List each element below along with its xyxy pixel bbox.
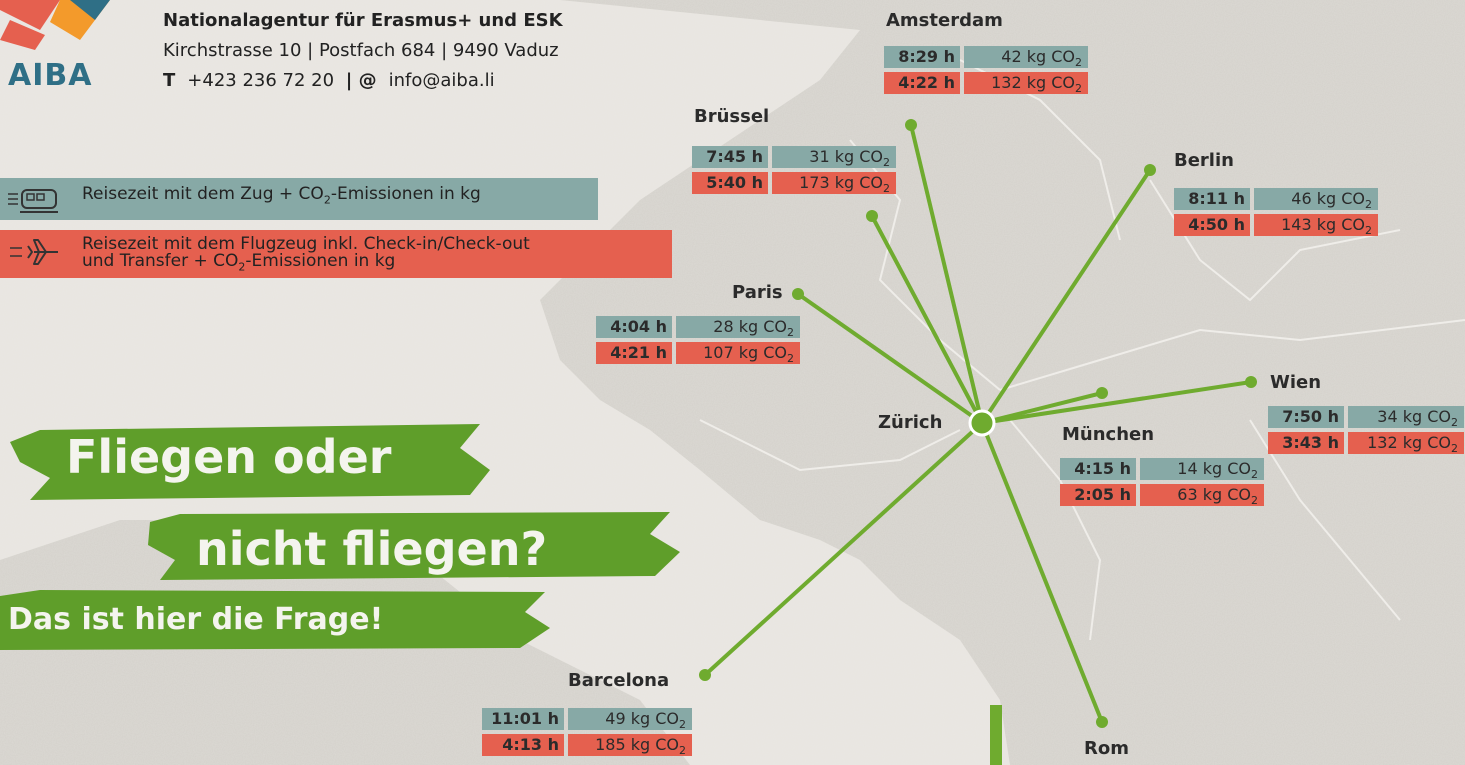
flight-time: 5:40 h [692, 172, 768, 194]
organization-phone[interactable]: +423 236 72 20 [187, 70, 335, 91]
city-dot-wien [1245, 376, 1257, 388]
aiba-logo-mark [0, 0, 110, 50]
train-time: 4:15 h [1060, 458, 1136, 480]
title-line-3: Das ist hier die Frage! [8, 602, 384, 637]
email-label: | @ [345, 70, 377, 91]
flight-time: 2:05 h [1060, 484, 1136, 506]
city-dot-barcelona [699, 669, 711, 681]
legend-flight-text: Reisezeit mit dem Flugzeug inkl. Check-i… [82, 234, 530, 274]
flight-time: 4:50 h [1174, 214, 1250, 236]
route-barcelona [703, 421, 984, 677]
train-time: 4:04 h [596, 316, 672, 338]
train-co2: 49 kg CO2 [568, 708, 692, 731]
train-co2: 28 kg CO2 [676, 316, 800, 339]
hub-dot-zuerich [968, 409, 996, 437]
flight-co2: 132 kg CO2 [964, 72, 1088, 95]
city-dot-muenchen [1096, 387, 1108, 399]
flight-co2: 143 kg CO2 [1254, 214, 1378, 237]
train-co2: 46 kg CO2 [1254, 188, 1378, 211]
train-icon [8, 189, 58, 213]
train-time: 7:45 h [692, 146, 768, 168]
city-dot-paris [792, 288, 804, 300]
flight-co2: 173 kg CO2 [772, 172, 896, 195]
route-paris [796, 292, 984, 425]
train-co2: 31 kg CO2 [772, 146, 896, 169]
organization-address: Kirchstrasse 10 | Postfach 684 | 9490 Va… [163, 40, 559, 61]
train-time: 7:50 h [1268, 406, 1344, 428]
flight-co2: 107 kg CO2 [676, 342, 800, 365]
train-time: 11:01 h [482, 708, 564, 730]
city-dot-amsterdam [905, 119, 917, 131]
organization-info: Nationalagentur für Erasmus+ und ESK Kir… [163, 6, 563, 96]
train-time: 8:29 h [884, 46, 960, 68]
city-label-wien: Wien [1270, 372, 1322, 393]
flight-time: 4:22 h [884, 72, 960, 94]
airplane-icon [10, 239, 58, 265]
organization-email[interactable]: info@aiba.li [388, 70, 495, 91]
city-dot-berlin [1144, 164, 1156, 176]
flight-time: 4:21 h [596, 342, 672, 364]
title-line-1: Fliegen oder [66, 430, 392, 484]
organization-contact: T +423 236 72 20 | @ info@aiba.li [163, 66, 563, 96]
city-label-rom: Rom [1084, 738, 1129, 759]
phone-label: T [163, 70, 176, 91]
train-co2: 14 kg CO2 [1140, 458, 1264, 481]
flight-co2: 132 kg CO2 [1348, 432, 1464, 455]
route-wien [980, 380, 1253, 425]
legend-flight: Reisezeit mit dem Flugzeug inkl. Check-i… [0, 230, 672, 278]
flight-co2: 185 kg CO2 [568, 734, 692, 757]
route-bruessel [870, 214, 984, 425]
legend-train-text: Reisezeit mit dem Zug + CO2-Emissionen i… [82, 184, 481, 207]
flight-co2: 63 kg CO2 [1140, 484, 1264, 507]
train-co2: 42 kg CO2 [964, 46, 1088, 69]
train-time: 8:11 h [1174, 188, 1250, 210]
city-label-amsterdam: Amsterdam [886, 10, 1003, 31]
legend-train: Reisezeit mit dem Zug + CO2-Emissionen i… [0, 178, 598, 220]
city-label-bruessel: Brüssel [694, 106, 770, 127]
aiba-logo: AIBA [0, 0, 150, 100]
city-label-muenchen: München [1062, 424, 1155, 445]
aiba-logo-text: AIBA [8, 58, 93, 93]
route-muenchen [980, 391, 1104, 425]
route-berlin [980, 168, 1152, 425]
title-line-2: nicht fliegen? [196, 522, 548, 576]
flight-time: 3:43 h [1268, 432, 1344, 454]
organization-name: Nationalagentur für Erasmus+ und ESK [163, 10, 563, 31]
city-label-barcelona: Barcelona [568, 670, 670, 691]
hub-label-zuerich: Zürich [878, 412, 943, 433]
train-co2: 34 kg CO2 [1348, 406, 1464, 429]
city-label-berlin: Berlin [1174, 150, 1234, 171]
route-amsterdam [909, 123, 984, 425]
city-dot-rom [1096, 716, 1108, 728]
title-brush-strokes [0, 424, 680, 650]
route-rom [980, 421, 1104, 724]
flight-time: 4:13 h [482, 734, 564, 756]
city-label-paris: Paris [732, 282, 783, 303]
city-dot-bruessel [866, 210, 878, 222]
